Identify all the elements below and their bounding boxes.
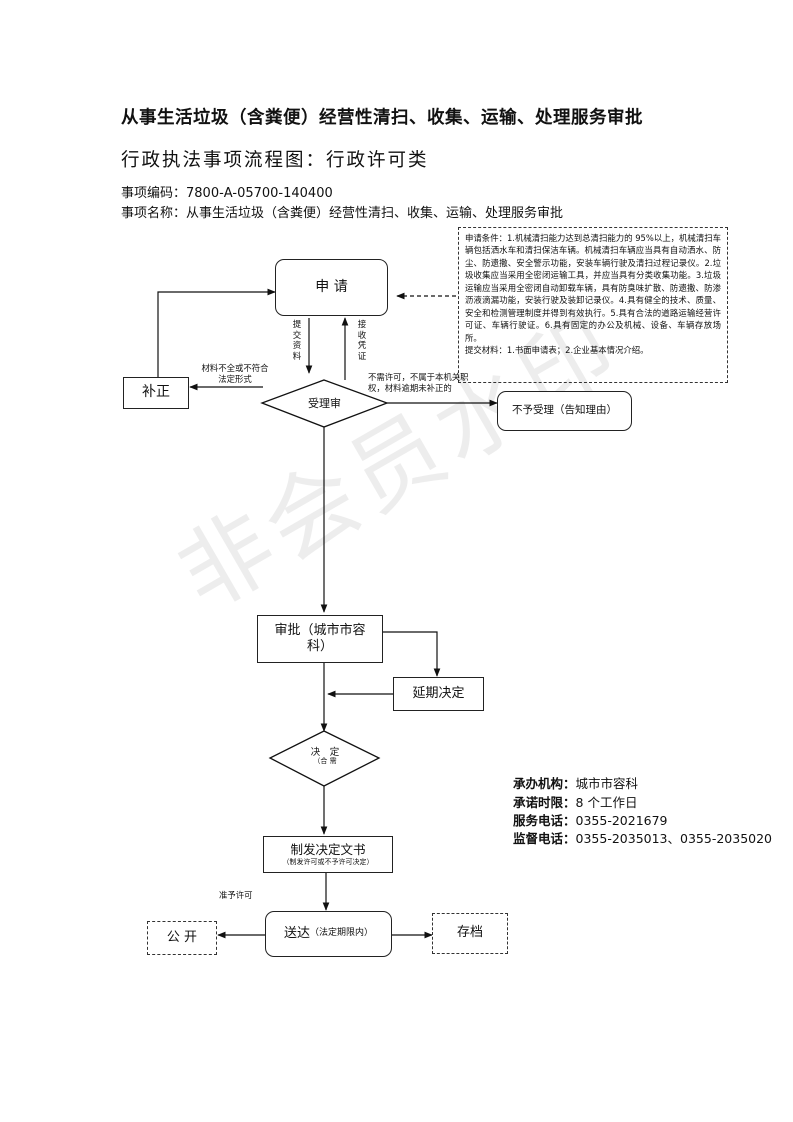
delay-label: 延期决定 [412,685,465,701]
org-info: 承办机构：城市市容科 [513,776,639,791]
to-delay-arrow [383,631,441,677]
deliver-node: 送达（法定期限内） [265,911,392,957]
item-name: 事项名称：从事生活垃圾（含粪便）经营性清扫、收集、运输、处理服务审批 [121,206,564,221]
item-code: 事项编码：7800-A-05700-140400 [121,186,333,201]
receipt-label: 接收凭证 [357,320,367,362]
materials-text: 提交材料：1.书面申请表；2.企业基本情况介绍。 [465,344,649,355]
issue-node: 制发决定文书 （制发许可或不予许可决定） [263,836,393,873]
incomplete-label: 材料不全或不符合法定形式 [201,363,269,384]
not-accept-label: 不需许可，不属于本机关职权，材料逾期未补正的 [368,372,469,393]
conditions-text: 申请条件：1.机械清扫能力达到总清扫能力的 95%以上，机械清扫车辆包括洒水车和… [465,233,721,343]
supervise-info: 监督电话：0355-2035013、0355-2035020 [513,831,773,846]
decide-label: 决 定 （合 需 [290,747,360,766]
submit-label: 提交资料 [292,320,302,362]
decide-sub: （合 需 [313,757,337,766]
correct-label: 补正 [142,384,170,401]
deliver-sublabel: （法定期限内） [310,928,374,939]
apply-label: 申 请 [315,278,348,295]
archive-node: 存档 [432,913,508,954]
publish-node: 公 开 [147,921,217,955]
phone-info: 服务电话：0355-2021679 [513,813,668,828]
page-title: 从事生活垃圾（含粪便）经营性清扫、收集、运输、处理服务审批 [121,108,643,128]
delay-node: 延期决定 [393,677,484,711]
page-subtitle: 行政执法事项流程图：行政许可类 [121,150,429,171]
issue-sublabel: （制发许可或不予许可决定） [282,857,374,866]
decide-main: 决 定 [310,747,340,758]
decide-diamond [268,730,381,787]
accept-diamond [260,379,389,428]
archive-label: 存档 [456,925,483,941]
apply-node: 申 请 [275,259,388,316]
application-conditions: 申请条件：1.机械清扫能力达到总清扫能力的 95%以上，机械清扫车辆包括洒水车和… [458,227,728,383]
grant-label: 准予许可 [219,890,253,900]
correct-node: 补正 [123,377,189,409]
reject-label: 不予受理（告知理由） [512,404,617,417]
time-info: 承诺时限：8 个工作日 [513,795,638,810]
approve-node: 审批（城市市容科） [257,615,383,663]
issue-label: 制发决定文书 [290,842,366,858]
approve-label: 审批（城市市容科） [274,622,366,654]
correct-return-arrow [157,288,276,377]
publish-label: 公 开 [166,929,198,945]
reject-node: 不予受理（告知理由） [497,391,632,431]
deliver-label: 送达 [283,925,310,941]
accept-label: 受理审 [308,397,341,410]
